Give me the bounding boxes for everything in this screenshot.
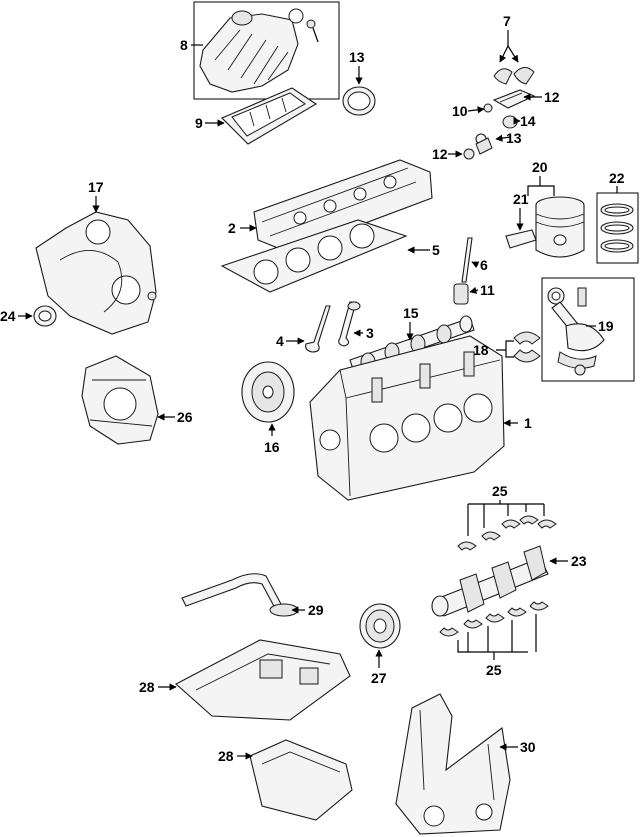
oil-pan-upper bbox=[175, 639, 351, 721]
callout-28-lower: 28 bbox=[218, 748, 234, 764]
callout-23: 23 bbox=[571, 553, 587, 569]
cylinder-head bbox=[253, 159, 433, 253]
callout-10: 10 bbox=[452, 103, 468, 119]
callout-27: 27 bbox=[371, 670, 387, 686]
callout-28-upper: 28 bbox=[139, 679, 155, 695]
callout-9: 9 bbox=[195, 115, 203, 131]
callout-17: 17 bbox=[88, 179, 104, 195]
harmonic-balancer bbox=[359, 603, 401, 649]
timing-cover bbox=[35, 211, 157, 335]
valves-and-springs bbox=[305, 301, 361, 353]
callout-16: 16 bbox=[264, 439, 280, 455]
callout-18: 18 bbox=[473, 342, 489, 358]
oil-pan-lower bbox=[249, 739, 353, 821]
seal-ring bbox=[342, 86, 376, 116]
callout-1: 1 bbox=[524, 415, 532, 431]
camshaft bbox=[349, 315, 475, 373]
intake-manifold bbox=[193, 1, 340, 100]
oil-pickup-tube bbox=[181, 573, 299, 617]
callout-30: 30 bbox=[520, 739, 536, 755]
pushrod-and-lifter bbox=[453, 237, 473, 305]
callout-14: 14 bbox=[520, 113, 536, 129]
callout-15: 15 bbox=[403, 305, 419, 321]
main-bearings-lower bbox=[439, 601, 549, 637]
piston-rings bbox=[596, 192, 639, 264]
valve-cover-gasket bbox=[221, 87, 318, 145]
callout-6: 6 bbox=[480, 257, 488, 273]
callout-5: 5 bbox=[432, 242, 440, 258]
connecting-rod bbox=[541, 277, 635, 382]
callout-25-upper: 25 bbox=[492, 483, 508, 499]
callout-29: 29 bbox=[308, 602, 324, 618]
callout-13-valve: 13 bbox=[506, 130, 522, 146]
head-gasket bbox=[220, 219, 408, 293]
callout-24: 24 bbox=[0, 308, 16, 324]
callout-2: 2 bbox=[228, 220, 236, 236]
callout-25-lower: 25 bbox=[486, 662, 502, 678]
callout-11: 11 bbox=[480, 282, 495, 298]
callout-13-seal: 13 bbox=[349, 49, 365, 65]
cam-bearings bbox=[513, 331, 541, 363]
main-bearings-upper bbox=[457, 515, 557, 551]
engine-block bbox=[309, 335, 505, 501]
front-crank-seal bbox=[33, 305, 57, 327]
callout-19: 19 bbox=[598, 318, 614, 334]
callout-4: 4 bbox=[276, 333, 284, 349]
callout-21: 21 bbox=[513, 191, 529, 207]
callout-22: 22 bbox=[609, 170, 625, 186]
leader-lines bbox=[18, 30, 618, 760]
callout-3: 3 bbox=[366, 325, 374, 341]
piston-assembly bbox=[505, 196, 585, 258]
cam-sprocket bbox=[241, 361, 295, 423]
callout-12-rocker: 12 bbox=[544, 89, 560, 105]
callout-12-keeper: 12 bbox=[432, 146, 448, 162]
callout-20: 20 bbox=[532, 159, 548, 175]
crankshaft bbox=[431, 545, 549, 617]
engine-mount-bracket bbox=[395, 693, 511, 835]
callouts: 8 9 13 7 10 12 14 13 12 20 21 22 17 2 5 … bbox=[0, 13, 625, 764]
callout-7: 7 bbox=[503, 13, 511, 29]
callout-26: 26 bbox=[177, 409, 193, 425]
rear-cover bbox=[81, 355, 159, 445]
callout-8: 8 bbox=[180, 37, 188, 53]
